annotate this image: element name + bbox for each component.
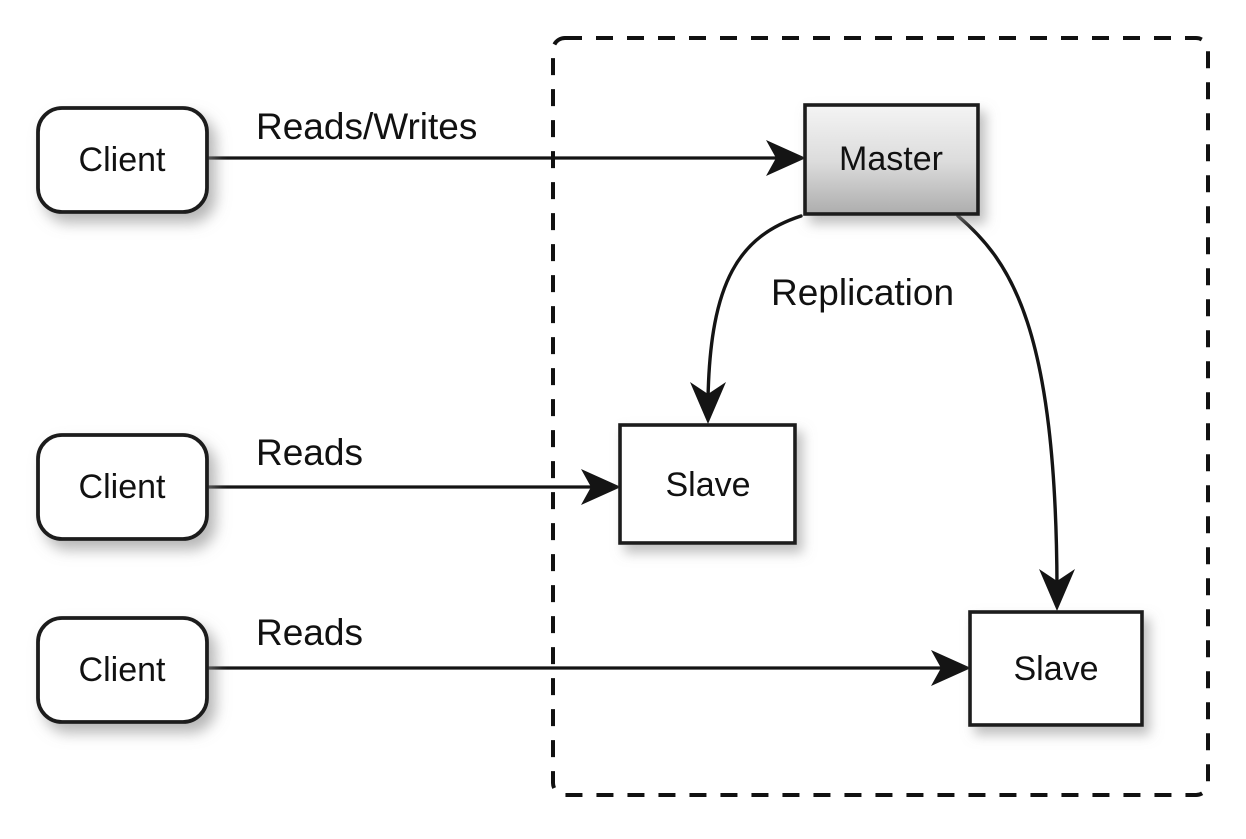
arrow-head-icon bbox=[581, 469, 621, 505]
edge-master-to-slave-top bbox=[690, 214, 803, 424]
edge-client-middle-to-slave-top bbox=[207, 469, 621, 505]
node-label: Master bbox=[839, 140, 943, 178]
node-slave-top[interactable]: Slave bbox=[618, 423, 797, 545]
node-label: Client bbox=[79, 468, 166, 506]
node-client-top[interactable]: Client bbox=[36, 106, 209, 214]
arrow-head-icon bbox=[931, 650, 971, 686]
node-slave-bottom[interactable]: Slave bbox=[968, 610, 1144, 727]
slave-box[interactable] bbox=[618, 423, 797, 545]
edge-curve bbox=[706, 214, 803, 402]
node-label: Client bbox=[79, 651, 166, 689]
slave-box[interactable] bbox=[968, 610, 1144, 727]
edge-label-replication: Replication bbox=[771, 272, 954, 313]
client-box[interactable] bbox=[36, 433, 209, 541]
master-box[interactable] bbox=[803, 103, 980, 216]
edge-client-top-to-master bbox=[207, 140, 806, 176]
edge-master-to-slave-bottom bbox=[956, 214, 1075, 611]
arrow-head-icon bbox=[690, 382, 726, 424]
node-label: Slave bbox=[665, 466, 750, 504]
client-box[interactable] bbox=[36, 106, 209, 214]
node-master[interactable]: Master bbox=[803, 103, 980, 216]
arrow-head-icon bbox=[766, 140, 806, 176]
edge-curve bbox=[956, 214, 1059, 588]
node-client-bottom[interactable]: Client bbox=[36, 616, 209, 724]
node-client-middle[interactable]: Client bbox=[36, 433, 209, 541]
edge-label-reads-middle: Reads bbox=[256, 432, 363, 473]
client-box[interactable] bbox=[36, 616, 209, 724]
node-label: Client bbox=[79, 141, 166, 179]
edge-label-reads-bottom: Reads bbox=[256, 612, 363, 653]
node-label: Slave bbox=[1013, 650, 1098, 688]
edge-label-reads-writes: Reads/Writes bbox=[256, 106, 477, 147]
arrow-head-icon bbox=[1039, 569, 1075, 611]
edge-client-bottom-to-slave-bottom bbox=[207, 650, 971, 686]
database-cluster-boundary bbox=[551, 36, 1210, 797]
